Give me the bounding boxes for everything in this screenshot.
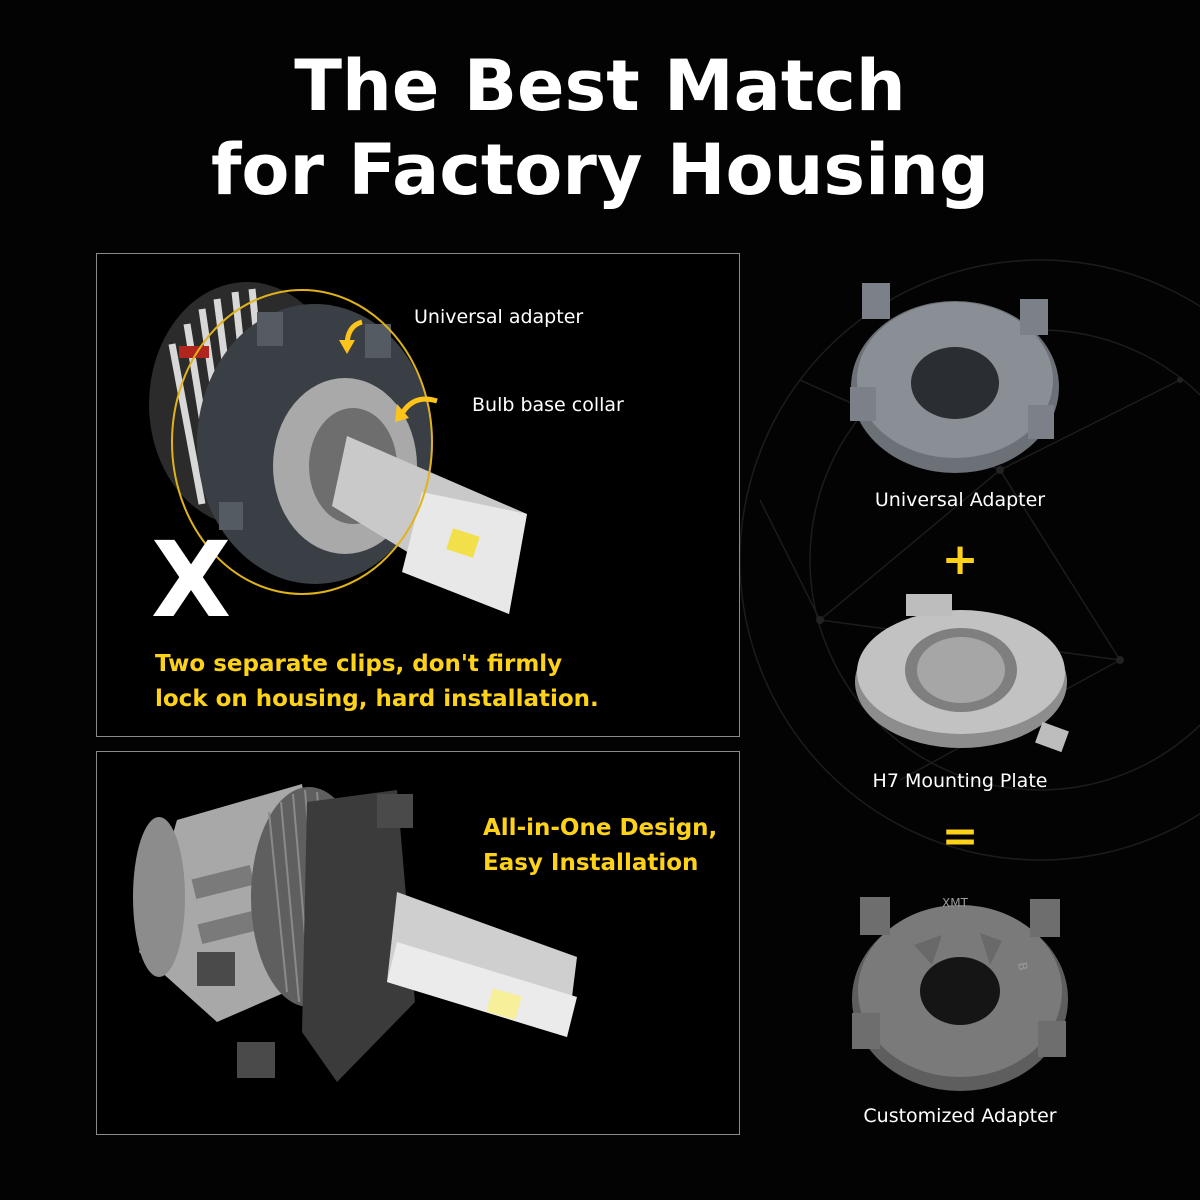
led-stem xyxy=(387,892,577,1037)
x-mark-icon: X xyxy=(151,519,232,641)
old-caption-line-1: Two separate clips, don't firmly xyxy=(155,651,563,677)
old-design-caption: Two separate clips, don't firmly lock on… xyxy=(155,647,599,717)
xmt-emboss: XMT xyxy=(942,896,969,910)
highlight-ellipse xyxy=(171,289,433,595)
two-piece-bulb-illustration xyxy=(149,282,527,614)
all-in-one-bulb-illustration xyxy=(133,784,577,1082)
title-line-1: The Best Match xyxy=(294,45,906,127)
new-design-caption: All-in-One Design, Easy Installation xyxy=(483,811,717,881)
plus-icon: + xyxy=(941,534,979,585)
collar-arrow-icon xyxy=(400,396,438,414)
equals-icon: = xyxy=(941,811,979,862)
bulb-base-collar-callout: Bulb base collar xyxy=(472,394,624,416)
integrated-adapter-shape xyxy=(197,790,415,1082)
led-stem xyxy=(332,436,527,614)
b-emboss: B xyxy=(1015,961,1030,972)
title-line-2: for Factory Housing xyxy=(210,129,990,211)
new-caption-line-2: Easy Installation xyxy=(483,850,699,876)
old-caption-line-2: lock on housing, hard installation. xyxy=(155,686,599,712)
customized-adapter-image: XMT B xyxy=(852,896,1068,1091)
page-title: The Best Match for Factory Housing xyxy=(0,44,1200,212)
universal-adapter-label: Universal Adapter xyxy=(874,489,1046,511)
universal-adapter-image xyxy=(850,283,1059,473)
universal-adapter-callout: Universal adapter xyxy=(414,306,584,328)
old-design-panel: Universal adapter Bulb base collar X Two… xyxy=(96,253,740,737)
h7-mounting-plate-image xyxy=(855,594,1069,753)
new-design-panel: All-in-One Design, Easy Installation xyxy=(96,751,740,1135)
customized-adapter-label: Customized Adapter xyxy=(863,1105,1057,1127)
h7-mounting-plate-label: H7 Mounting Plate xyxy=(872,770,1048,792)
new-caption-line-1: All-in-One Design, xyxy=(483,815,718,841)
